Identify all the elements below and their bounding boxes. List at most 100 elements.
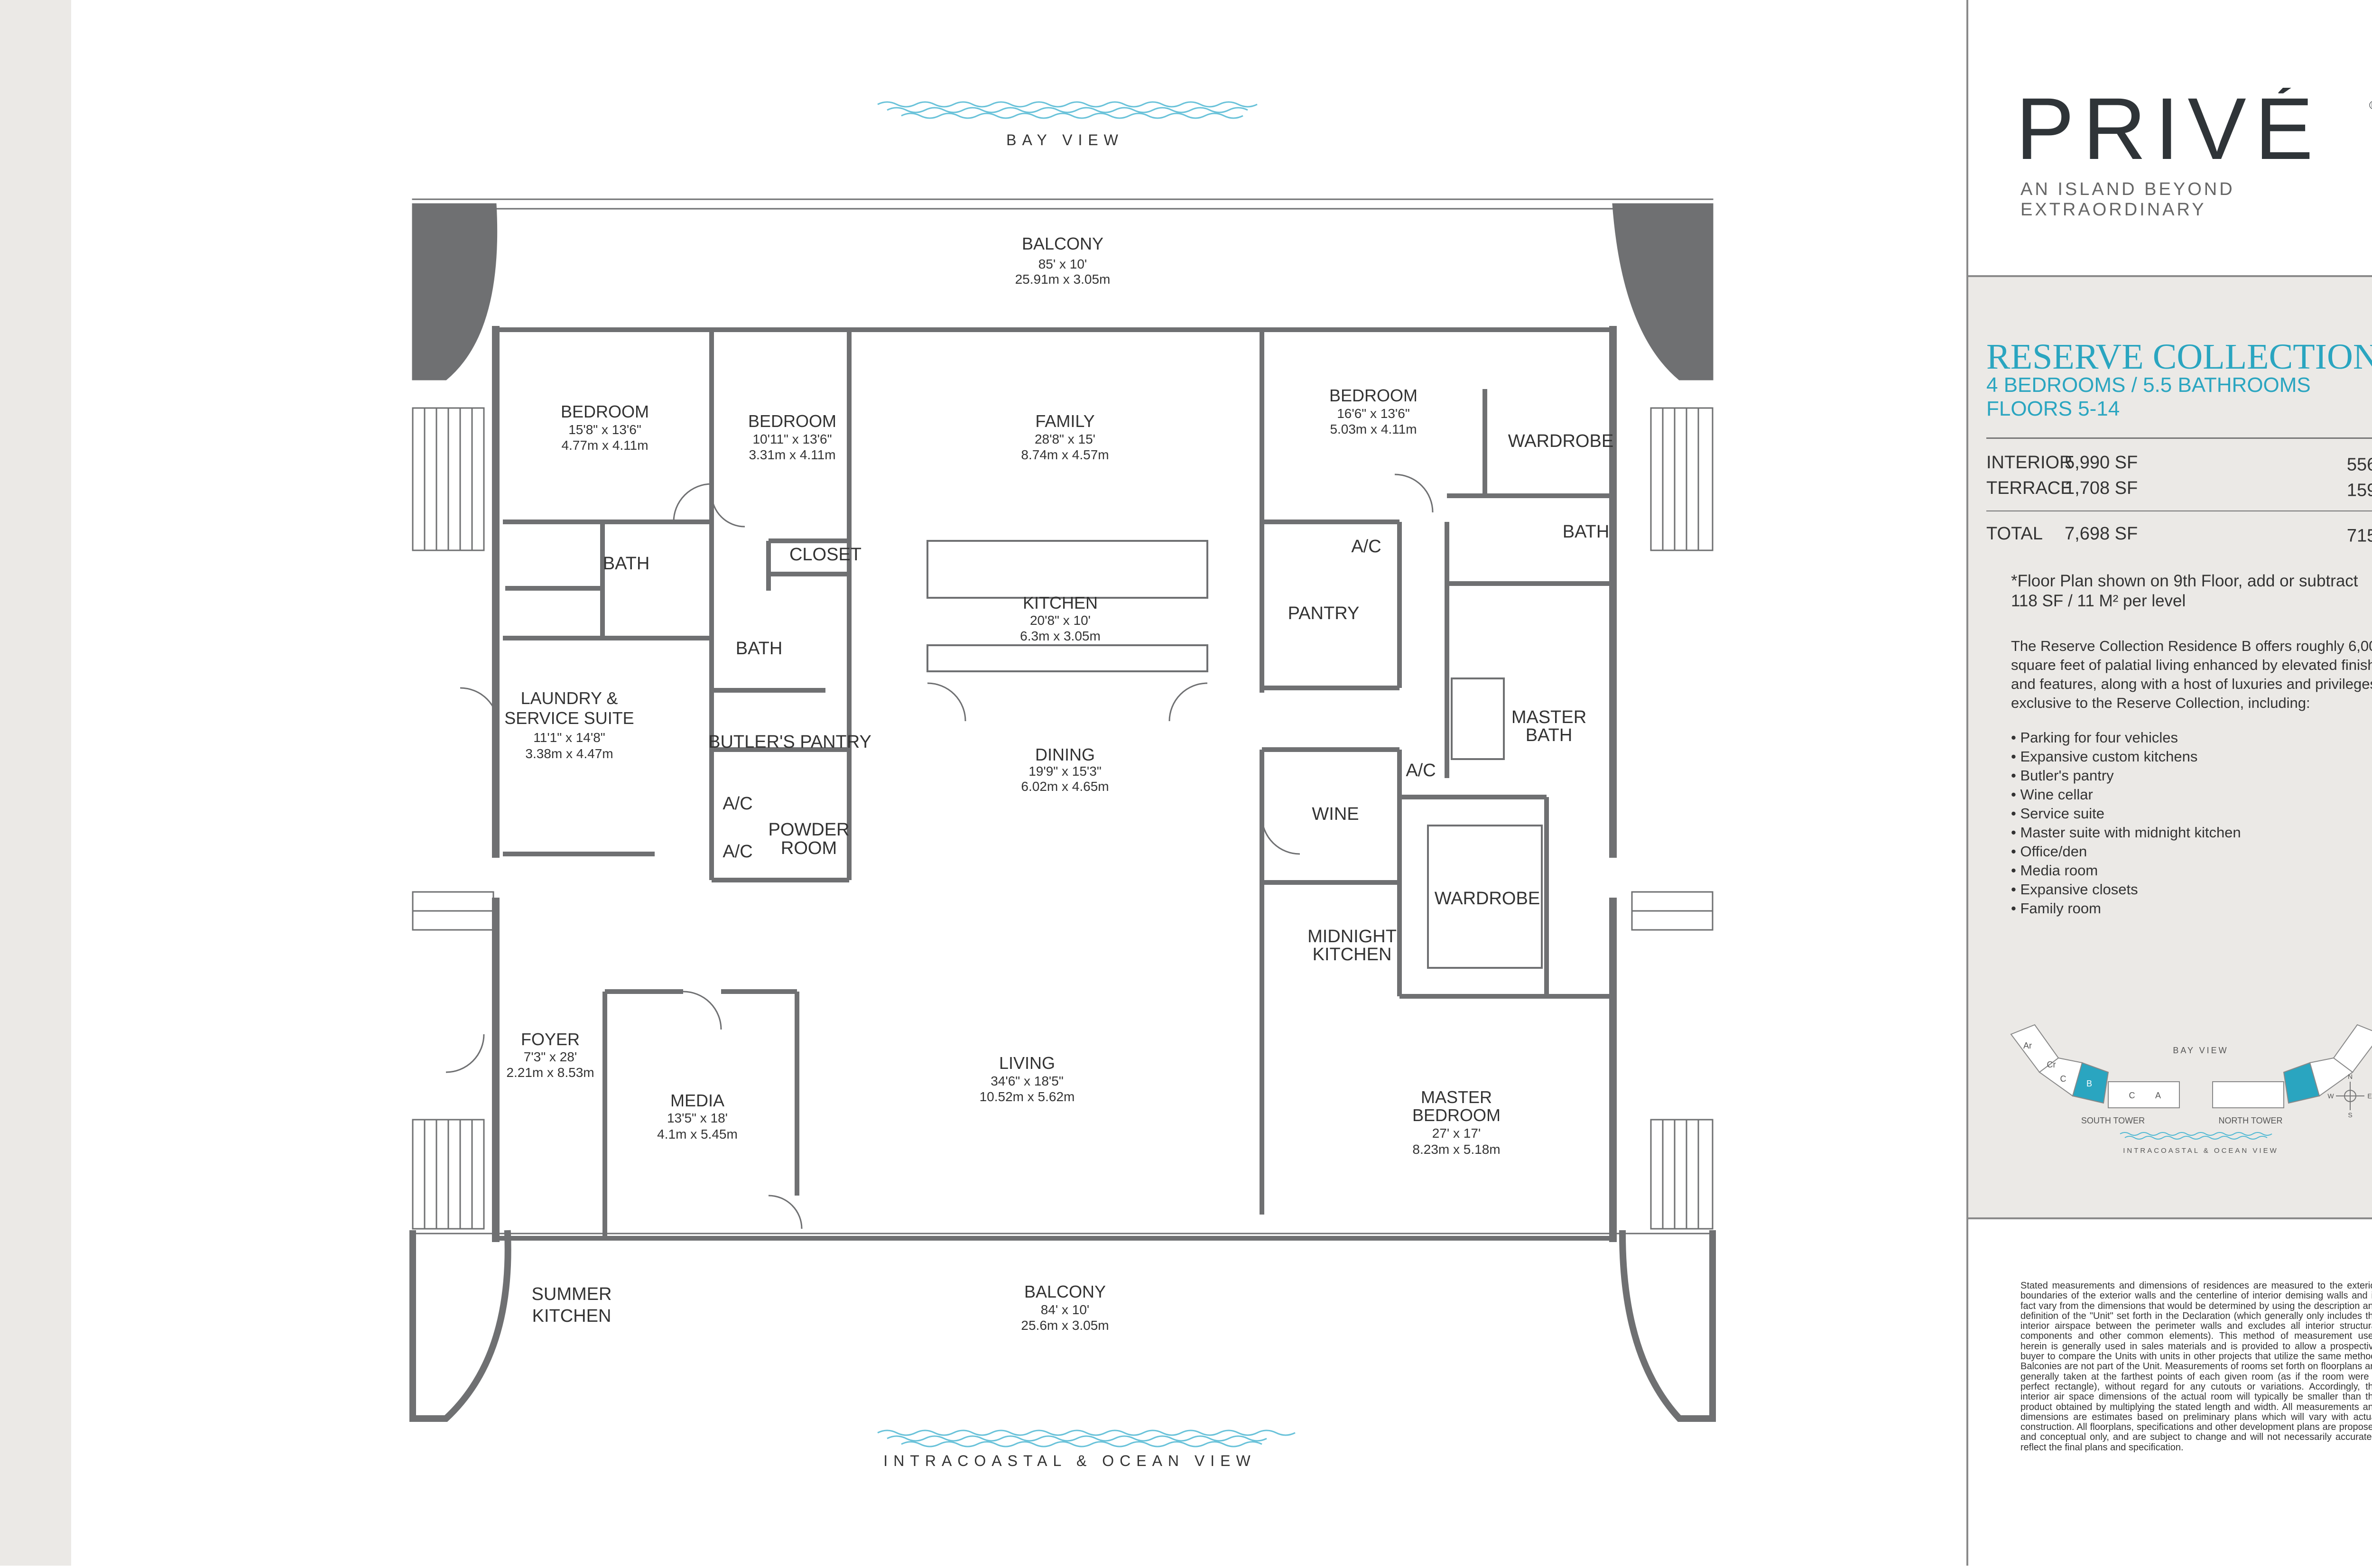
svg-text:BAY VIEW: BAY VIEW bbox=[2173, 1046, 2228, 1055]
svg-text:LIVING: LIVING bbox=[999, 1053, 1055, 1073]
description: The Reserve Collection Residence B offer… bbox=[2011, 638, 2372, 711]
svg-text:13'5" x 18': 13'5" x 18' bbox=[667, 1111, 728, 1125]
svg-text:85' x 10': 85' x 10' bbox=[1038, 257, 1087, 271]
svg-text:W: W bbox=[2327, 1092, 2334, 1100]
water-ornament-top bbox=[877, 101, 1258, 119]
svg-text:BEDROOM: BEDROOM bbox=[1329, 386, 1418, 405]
svg-text:2.21m x 8.53m: 2.21m x 8.53m bbox=[506, 1065, 594, 1080]
feature-item: • Expansive custom kitchens bbox=[2011, 748, 2198, 765]
floor-note: *Floor Plan shown on 9th Floor, add or s… bbox=[2011, 571, 2372, 611]
area-label: TOTAL bbox=[1986, 524, 2043, 544]
svg-text:28'8" x 15': 28'8" x 15' bbox=[1035, 432, 1095, 446]
svg-text:84' x 10': 84' x 10' bbox=[1041, 1302, 1090, 1317]
collection-title: RESERVE COLLECTION C bbox=[1986, 337, 2372, 377]
feature-item: • Media room bbox=[2011, 862, 2098, 879]
svg-text:3.38m x 4.47m: 3.38m x 4.47m bbox=[525, 746, 613, 761]
stairs-left bbox=[412, 407, 494, 1230]
prive-logo: PRIVÉ ® bbox=[2016, 88, 2372, 168]
floor-note-line1: *Floor Plan shown on 9th Floor, add or s… bbox=[2011, 572, 2358, 590]
svg-text:WARDROBE: WARDROBE bbox=[1435, 889, 1540, 909]
stairs-right bbox=[1631, 407, 1714, 1230]
svg-text:B: B bbox=[2086, 1079, 2092, 1088]
svg-text:N: N bbox=[2348, 1073, 2353, 1080]
svg-text:MEDIA: MEDIA bbox=[670, 1091, 724, 1110]
legal-disclaimer: Stated measurements and dimensions of re… bbox=[2020, 1280, 2372, 1453]
svg-text:BALCONY: BALCONY bbox=[1024, 1282, 1106, 1301]
svg-text:7'3" x 28': 7'3" x 28' bbox=[524, 1049, 577, 1064]
svg-text:MIDNIGHT: MIDNIGHT bbox=[1307, 927, 1397, 946]
floor-plan-drawing: BAY VIEW INTRACOASTAL & OCEAN VIEW bbox=[409, 101, 1716, 1469]
svg-text:BATH: BATH bbox=[1563, 522, 1610, 542]
svg-text:KITCHEN: KITCHEN bbox=[1023, 593, 1098, 612]
svg-text:C: C bbox=[2060, 1074, 2066, 1084]
svg-text:DINING: DINING bbox=[1035, 745, 1095, 764]
svg-text:4.77m x 4.11m: 4.77m x 4.11m bbox=[561, 438, 648, 453]
svg-text:KITCHEN: KITCHEN bbox=[532, 1306, 612, 1326]
svg-text:4.1m x 5.45m: 4.1m x 5.45m bbox=[657, 1127, 738, 1141]
svg-text:19'9" x 15'3": 19'9" x 15'3" bbox=[1028, 764, 1102, 779]
left-margin-strip bbox=[0, 0, 71, 1566]
svg-text:Ar: Ar bbox=[2023, 1041, 2032, 1050]
svg-text:A/C: A/C bbox=[1351, 537, 1381, 557]
area-row-interior: INTERIOR 5,990 SF 556 M2 bbox=[1986, 453, 2372, 479]
compass-icon bbox=[2336, 1082, 2364, 1110]
feature-item: • Butler's pantry bbox=[2011, 767, 2114, 784]
svg-text:BUTLER'S PANTRY: BUTLER'S PANTRY bbox=[708, 732, 871, 752]
svg-text:WARDROBE: WARDROBE bbox=[1508, 431, 1613, 451]
svg-text:5.03m x 4.11m: 5.03m x 4.11m bbox=[1330, 422, 1417, 436]
water-ornament-bottom bbox=[877, 1429, 1296, 1447]
feature-item: • Expansive closets bbox=[2011, 881, 2138, 898]
svg-text:27' x 17': 27' x 17' bbox=[1432, 1126, 1481, 1141]
area-row-terrace: TERRACE 1,708 SF 159 M2 bbox=[1986, 478, 2372, 505]
svg-text:LAUNDRY &: LAUNDRY & bbox=[521, 688, 618, 708]
feature-item: • Parking for four vehicles bbox=[2011, 729, 2178, 746]
svg-text:16'6" x 13'6": 16'6" x 13'6" bbox=[1337, 406, 1410, 421]
svg-text:20'8" x 10': 20'8" x 10' bbox=[1030, 613, 1091, 628]
floor-plan: BAY VIEW INTRACOASTAL & OCEAN VIEW bbox=[71, 0, 1966, 1566]
room-labels: BALCONY 85' x 10' 25.91m x 3.05m BEDROOM… bbox=[504, 234, 1613, 1333]
svg-text:A/C: A/C bbox=[1406, 761, 1436, 780]
svg-text:BEDROOM: BEDROOM bbox=[1412, 1105, 1501, 1125]
svg-text:FAMILY: FAMILY bbox=[1035, 411, 1094, 431]
svg-text:11'1" x 14'8": 11'1" x 14'8" bbox=[533, 730, 605, 745]
svg-text:WINE: WINE bbox=[1312, 804, 1359, 824]
svg-text:MASTER: MASTER bbox=[1421, 1087, 1492, 1107]
svg-text:CLOSET: CLOSET bbox=[789, 545, 862, 565]
svg-text:6.02m x 4.65m: 6.02m x 4.65m bbox=[1021, 779, 1109, 794]
area-sf: 1,708 SF bbox=[2065, 478, 2138, 498]
svg-text:SUMMER: SUMMER bbox=[532, 1284, 612, 1304]
svg-text:S: S bbox=[2348, 1111, 2352, 1119]
area-sf: 7,698 SF bbox=[2065, 524, 2138, 544]
area-m2: 159 M bbox=[2346, 480, 2372, 501]
key-plan: BAY VIEW Ar Cr C B C A SOUTH TOWER NORTH bbox=[2001, 1015, 2372, 1186]
svg-text:A/C: A/C bbox=[723, 842, 752, 862]
svg-text:34'6" x 18'5": 34'6" x 18'5" bbox=[991, 1074, 1064, 1088]
interior-walls bbox=[503, 332, 1613, 1238]
bottom-view-label: INTRACOASTAL & OCEAN VIEW bbox=[883, 1452, 1256, 1469]
info-sidebar: PRIVÉ ® AN ISLAND BEYOND EXTRAORDINARY R… bbox=[1966, 0, 2372, 1566]
area-m2: 715 M bbox=[2346, 526, 2372, 546]
svg-text:8.74m x 4.57m: 8.74m x 4.57m bbox=[1021, 447, 1109, 462]
collection-bedrooms: 4 BEDROOMS / 5.5 BATHROOMS bbox=[1986, 373, 2311, 397]
svg-text:25.91m x 3.05m: 25.91m x 3.05m bbox=[1015, 272, 1111, 287]
brand-tagline: AN ISLAND BEYOND EXTRAORDINARY bbox=[2020, 179, 2235, 220]
area-sf: 5,990 SF bbox=[2065, 453, 2138, 473]
svg-text:BATH: BATH bbox=[736, 639, 783, 659]
svg-text:PRIVÉ: PRIVÉ bbox=[2016, 88, 2322, 168]
feature-item: • Service suite bbox=[2011, 805, 2104, 822]
area-label: INTERIOR bbox=[1986, 453, 2073, 473]
svg-text:SERVICE SUITE: SERVICE SUITE bbox=[504, 708, 634, 728]
kitchen-counters bbox=[927, 540, 1543, 969]
svg-text:ROOM: ROOM bbox=[781, 838, 837, 858]
svg-text:POWDER: POWDER bbox=[769, 820, 850, 840]
svg-text:BEDROOM: BEDROOM bbox=[748, 411, 836, 431]
svg-text:PANTRY: PANTRY bbox=[1288, 603, 1360, 623]
top-view-label: BAY VIEW bbox=[1006, 131, 1124, 148]
svg-text:FOYER: FOYER bbox=[521, 1030, 580, 1049]
floor-note-line2: 118 SF / 11 M² per level bbox=[2011, 592, 2186, 610]
svg-text:MASTER: MASTER bbox=[1511, 707, 1586, 727]
divider bbox=[1986, 437, 2372, 439]
svg-text:KITCHEN: KITCHEN bbox=[1313, 945, 1392, 965]
svg-text:BALCONY: BALCONY bbox=[1022, 234, 1103, 253]
svg-text:SOUTH TOWER: SOUTH TOWER bbox=[2081, 1116, 2145, 1125]
